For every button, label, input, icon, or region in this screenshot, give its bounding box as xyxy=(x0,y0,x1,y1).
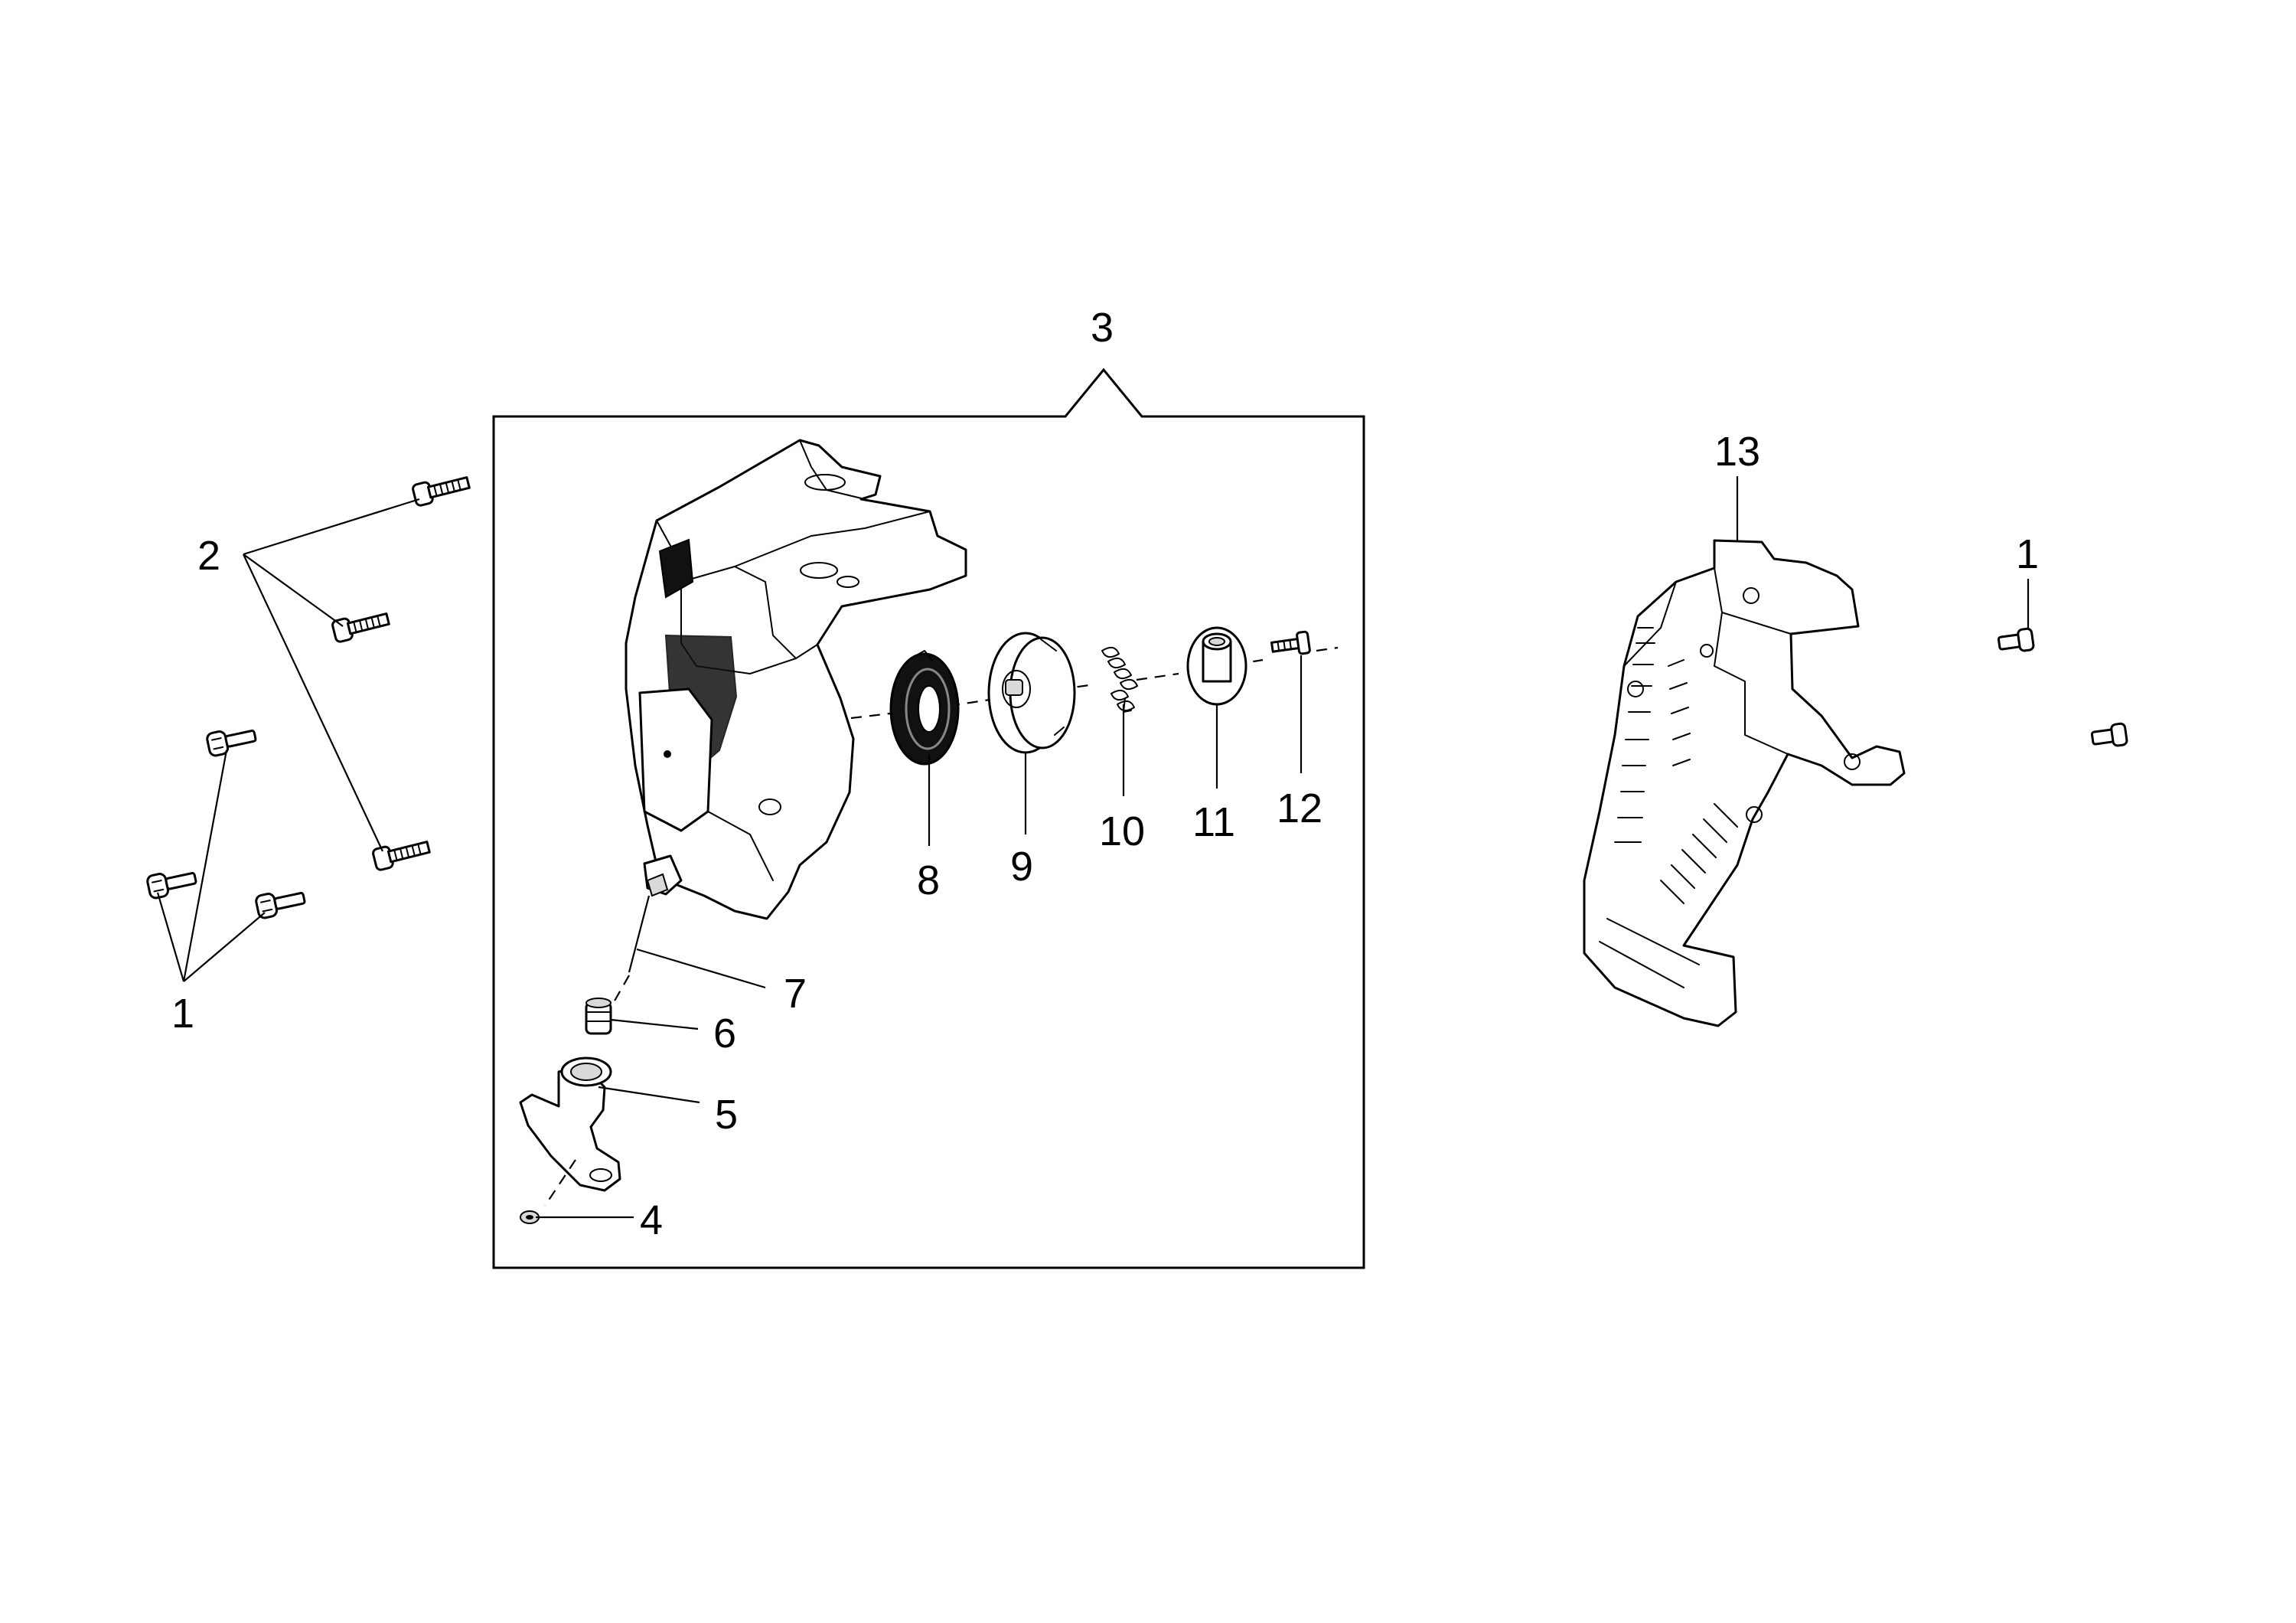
callout-1-left: 1 xyxy=(171,991,194,1037)
pulley-hub xyxy=(1186,626,1247,706)
socket-screw-icon xyxy=(206,730,257,757)
callout-2: 2 xyxy=(197,533,220,579)
callout-3: 3 xyxy=(1091,305,1114,351)
screws-group-1-left xyxy=(146,730,306,919)
callout-5: 5 xyxy=(715,1092,738,1138)
side-cover xyxy=(1583,539,1906,1027)
starter-grip xyxy=(519,1056,621,1192)
leader-lines-2 xyxy=(243,498,420,852)
self-tapping-screw-icon xyxy=(331,612,390,643)
screws-group-2 xyxy=(331,476,471,871)
callout-11: 11 xyxy=(1192,799,1235,845)
socket-screw-icon xyxy=(255,892,306,919)
self-tapping-screw-icon xyxy=(412,476,471,507)
callout-7: 7 xyxy=(784,971,807,1017)
grip-axis-dash xyxy=(544,1159,576,1207)
callout-4: 4 xyxy=(640,1197,663,1243)
pulley-screw xyxy=(1270,630,1311,655)
leader-6 xyxy=(610,1018,699,1030)
assembly-frame-3 xyxy=(492,367,1365,1269)
leader-lines-1-left xyxy=(156,749,266,982)
rope-bushing xyxy=(585,998,612,1035)
leader-5 xyxy=(598,1086,700,1104)
starter-housing xyxy=(625,439,967,920)
rewind-spring xyxy=(889,650,960,766)
rope-pulley xyxy=(987,632,1076,754)
callout-1-right: 1 xyxy=(2016,531,2039,577)
leader-7 xyxy=(636,948,766,989)
socket-screw-icon xyxy=(1997,627,2035,652)
starter-rope xyxy=(628,895,651,973)
callout-6: 6 xyxy=(713,1011,736,1056)
callout-12: 12 xyxy=(1277,785,1322,831)
socket-screw-icon xyxy=(2090,722,2128,747)
socket-screw-icon xyxy=(146,872,197,900)
recoil-spring xyxy=(1101,646,1138,713)
callout-13: 13 xyxy=(1714,429,1760,475)
self-tapping-screw-icon xyxy=(372,841,431,871)
callout-10: 10 xyxy=(1099,808,1145,854)
callout-8: 8 xyxy=(917,857,940,903)
callout-9: 9 xyxy=(1010,844,1033,890)
